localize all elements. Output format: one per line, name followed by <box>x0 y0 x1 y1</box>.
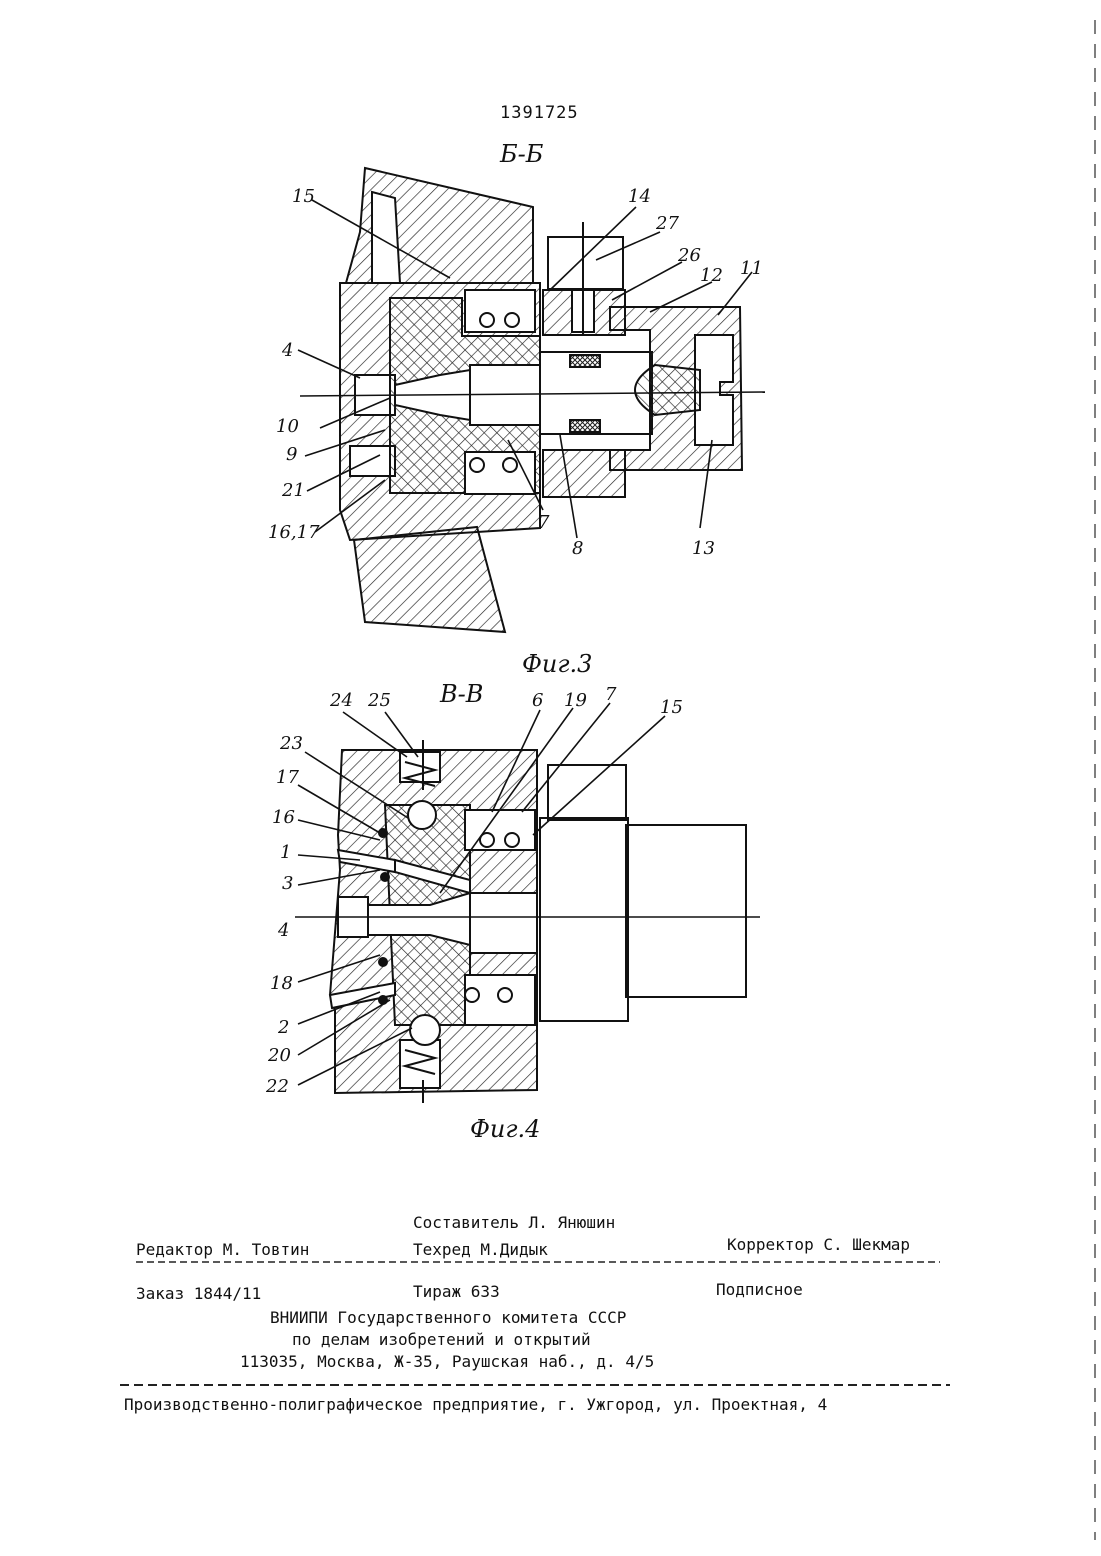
fig4-section-label: В-В <box>440 680 483 708</box>
fig3-label-15: 15 <box>292 186 315 207</box>
fig3-label-7: 7 <box>538 512 549 533</box>
fig4-label-19: 19 <box>564 690 587 711</box>
fig3-label-13: 13 <box>692 538 715 559</box>
imprint-printer: Производственно-полиграфическое предприя… <box>124 1395 827 1414</box>
fig3-caption: Фиг.3 <box>522 650 592 678</box>
fig4-caption: Фиг.4 <box>470 1115 540 1143</box>
fig3-drawing <box>300 168 765 632</box>
fig4-label-15: 15 <box>660 697 683 718</box>
imprint-org-line1: ВНИИПИ Государственного комитета СССР <box>270 1308 626 1327</box>
imprint-corrector: Корректор С. Шекмар <box>727 1235 910 1254</box>
fig4-label-20: 20 <box>268 1045 291 1066</box>
fig4-label-25: 25 <box>368 690 391 711</box>
fig4-label-17: 17 <box>276 767 299 788</box>
imprint-circulation: Тираж 633 <box>413 1282 500 1301</box>
imprint-address: 113035, Москва, Ж-35, Раушская наб., д. … <box>240 1352 654 1371</box>
fig3-label-14: 14 <box>628 186 651 207</box>
imprint-org-line2: по делам изобретений и открытий <box>292 1330 591 1349</box>
document-number: 1391725 <box>500 103 579 123</box>
fig4-label-6: 6 <box>532 690 543 711</box>
imprint-subscription: Подписное <box>716 1280 803 1299</box>
fig3-label-11: 11 <box>740 258 763 279</box>
fig4-label-22: 22 <box>266 1076 289 1097</box>
fig3-label-26: 26 <box>678 245 701 266</box>
fig3-label-16-17: 16,17 <box>268 522 320 543</box>
fig3-label-9: 9 <box>286 444 297 465</box>
fig4-label-23: 23 <box>280 733 303 754</box>
fig3-label-21: 21 <box>282 480 305 501</box>
fig4-drawing <box>295 740 760 1103</box>
fig3-label-10: 10 <box>276 416 299 437</box>
fig4-label-7: 7 <box>605 684 616 705</box>
imprint-editor: Редактор М. Товтин <box>136 1240 309 1259</box>
fig4-label-24: 24 <box>330 690 353 711</box>
fig4-label-2: 2 <box>278 1017 289 1038</box>
fig3-label-12: 12 <box>700 265 723 286</box>
fig4-label-1: 1 <box>280 842 291 863</box>
fig4-label-18: 18 <box>270 973 293 994</box>
imprint-techred: Техред М.Дидык <box>413 1240 548 1259</box>
fig3-label-8: 8 <box>572 538 583 559</box>
fig3-section-label: Б-Б <box>500 140 543 168</box>
fig4-label-3: 3 <box>282 873 293 894</box>
fig4-label-4: 4 <box>278 920 289 941</box>
imprint-order: Заказ 1844/11 <box>136 1284 261 1303</box>
imprint-compiler: Составитель Л. Янюшин <box>413 1213 615 1232</box>
fig3-label-27: 27 <box>656 213 679 234</box>
fig3-label-4: 4 <box>282 340 293 361</box>
fig4-label-16: 16 <box>272 807 295 828</box>
